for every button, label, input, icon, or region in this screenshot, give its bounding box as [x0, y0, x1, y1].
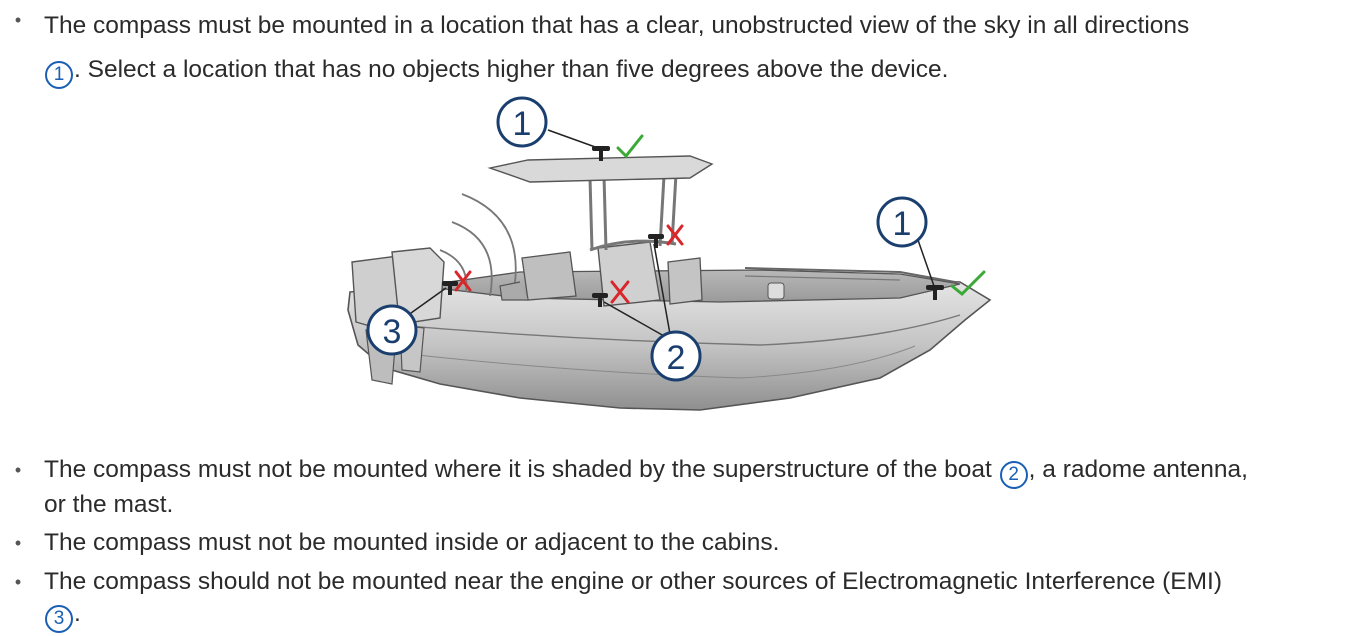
bullet-item-superstructure: • The compass must not be mounted where …: [0, 454, 1368, 518]
bullet-item-clear-view: • The compass must be mounted in a locat…: [0, 4, 1368, 89]
compass-mount-top: [592, 146, 610, 161]
t-top-roof: [487, 155, 714, 183]
boat-hull: [347, 279, 992, 411]
seat-console: [667, 257, 703, 305]
bullet-text: The compass must not be mounted where it…: [44, 456, 992, 483]
callout-1-top: 1: [496, 96, 548, 148]
bullet-dot: •: [14, 572, 22, 592]
bullet-text-tail: . Select a location that has no objects …: [74, 56, 949, 83]
bullet-dot: •: [14, 460, 22, 480]
x-mark-icon: [666, 224, 684, 246]
callout-label: 1: [893, 205, 912, 243]
t-top-frame: [588, 173, 678, 252]
center-console: [597, 241, 661, 307]
bullet-dot: •: [14, 10, 22, 30]
x-mark-icon: [610, 280, 630, 304]
bullet-text: The compass must not be mounted inside o…: [44, 529, 780, 556]
callout-label: 3: [383, 313, 402, 351]
check-icon: [950, 270, 986, 297]
compass-mount-console: [592, 293, 608, 307]
seat-stern: [521, 251, 577, 301]
bullet-text-tail: , a radome antenna, or the mast.: [44, 456, 1248, 518]
emi-waves-icon: [439, 193, 517, 301]
x-mark-icon: [454, 270, 472, 292]
callout-marker: 2: [999, 461, 1028, 489]
callout-label: 1: [513, 105, 532, 143]
outboard-engines: [351, 247, 445, 385]
bullet-text: The compass should not be mounted near t…: [44, 568, 1222, 595]
callout-1-bow: 1: [876, 196, 928, 248]
bullet-text: The compass must be mounted in a locatio…: [44, 12, 1190, 39]
boat-deck: [419, 269, 961, 303]
compass-mount-bow: [926, 285, 944, 300]
bullet-text-tail: .: [74, 600, 81, 627]
callout-marker: 3: [45, 605, 73, 633]
bullet-item-emi: • The compass should not be mounted near…: [0, 566, 1368, 633]
check-icon: [616, 134, 644, 159]
compass-mount-tower: [648, 234, 664, 248]
callout-label: 2: [667, 339, 686, 377]
callout-3-stern: 3: [366, 304, 418, 356]
compass-mount-stern: [442, 281, 458, 295]
callout-2-console: 2: [650, 330, 702, 382]
bullet-item-cabins: • The compass must not be mounted inside…: [0, 527, 1368, 559]
bullet-dot: •: [14, 533, 22, 553]
callout-marker: 1: [45, 61, 73, 89]
